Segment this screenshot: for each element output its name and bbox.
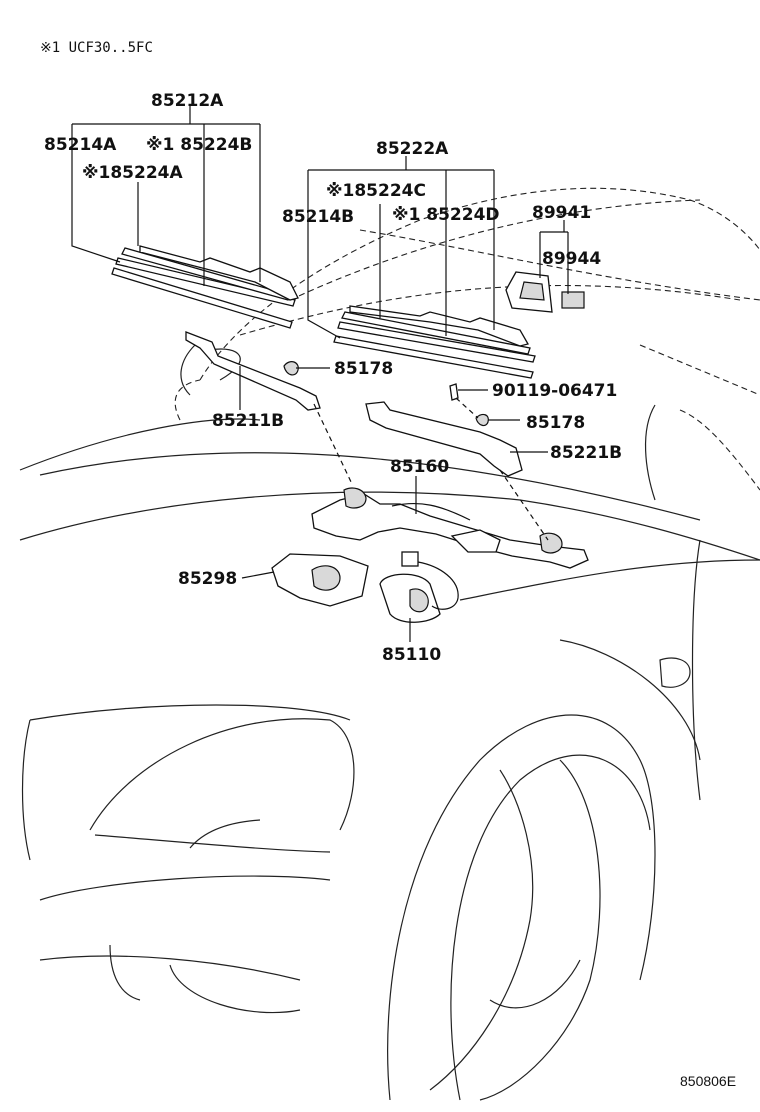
label-85178-right: 85178: [526, 413, 585, 433]
car-body-outline: [19, 187, 760, 1101]
leader-lines: [71, 106, 569, 642]
label-89944: 89944: [542, 249, 601, 269]
label-85298: 85298: [178, 569, 237, 589]
right-wiper-blade: [333, 305, 536, 379]
label-85222A: 85222A: [376, 139, 449, 159]
label-85212A: 85212A: [151, 91, 224, 111]
label-85160: 85160: [390, 457, 449, 477]
label-85214B: 85214B: [282, 207, 354, 227]
label-85214A: 85214A: [44, 135, 117, 155]
motor-bracket: [271, 553, 369, 607]
wiper-motor: [379, 551, 459, 623]
left-wiper-arm: [185, 331, 321, 411]
diagram-code: 850806E: [680, 1073, 736, 1089]
model-note: ※1 UCF30..5FC: [40, 40, 153, 56]
label-90119-06471: 90119-06471: [492, 381, 617, 401]
label-85224C: ※185224C: [326, 181, 426, 201]
left-wiper-blade: [111, 245, 299, 329]
wiper-cover: [505, 271, 585, 313]
label-85224B: ※1 85224B: [146, 135, 252, 155]
label-89941: 89941: [532, 203, 591, 223]
label-85110: 85110: [382, 645, 441, 665]
label-85224D: ※1 85224D: [392, 205, 500, 225]
label-85224A: ※185224A: [82, 163, 183, 183]
wiper-link-assy: [311, 487, 589, 569]
label-85211B: 85211B: [212, 411, 284, 431]
right-wiper-arm: [365, 383, 523, 477]
label-85178-left: 85178: [334, 359, 393, 379]
label-85221B: 85221B: [550, 443, 622, 463]
